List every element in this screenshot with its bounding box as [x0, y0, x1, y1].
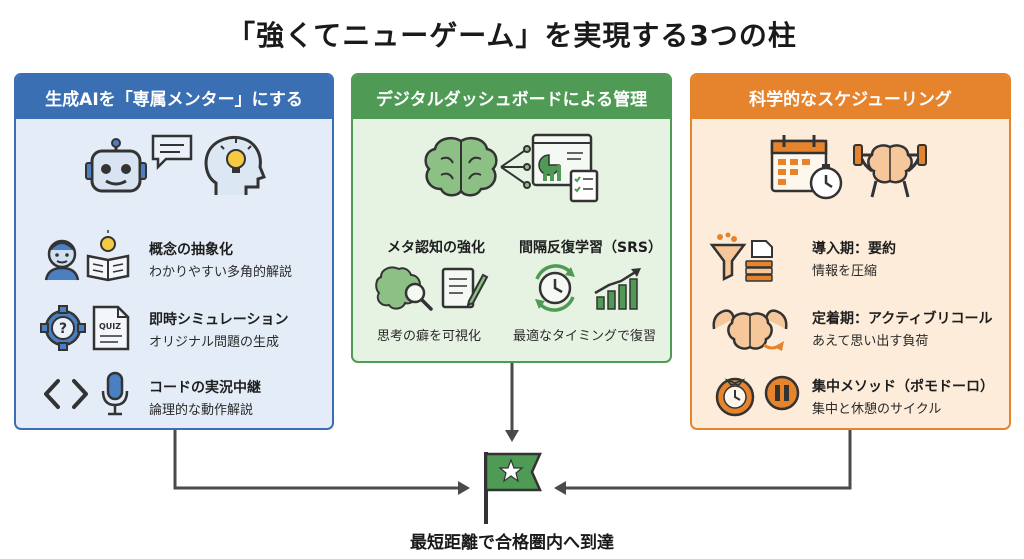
item-subtitle: 情報を圧縮: [812, 264, 878, 279]
item-title: 導入期：要約: [812, 241, 896, 257]
item-title: コードの実況中継: [149, 380, 261, 396]
growth-chart-icon: [594, 268, 641, 310]
quiz-document-icon: QUIZ: [92, 305, 130, 351]
item-subtitle: 論理的な動作解説: [149, 403, 254, 418]
arrow-left: [173, 430, 462, 490]
item-subtitle: 思考の癖を可視化: [377, 329, 482, 344]
svg-text:?: ?: [59, 321, 67, 337]
quiz-label: QUIZ: [99, 322, 121, 331]
notes-pencil-icon: [441, 267, 489, 309]
pillar-header: デジタルダッシュボードによる管理: [353, 75, 670, 119]
item-title: 集中メソッド（ポモドーロ）: [812, 379, 994, 395]
item-title: 概念の抽象化: [149, 242, 233, 258]
pillar-ai-mentor: 生成AIを「専属メンター」にする: [14, 73, 334, 430]
diagram-title: 「強くてニューゲーム」を実現する3つの柱: [227, 19, 797, 52]
goal-label: 最短距離で合格圏内へ到達: [410, 533, 614, 553]
item-title: 間隔反復学習（SRS）: [519, 240, 662, 256]
pillar-scheduling: 科学的なスケジューリング: [690, 73, 1011, 430]
pause-icon[interactable]: [764, 375, 800, 411]
goal-flag-icon: [484, 452, 542, 524]
dashboard-icon: [531, 133, 599, 203]
book-bulb-icon: [86, 230, 130, 282]
clock-cycle-icon: [535, 264, 575, 312]
item-subtitle: 集中と休憩のサイクル: [812, 402, 942, 417]
gear-question-icon: ?: [40, 305, 86, 351]
pillar-header: 科学的なスケジューリング: [692, 75, 1009, 119]
item-subtitle: わかりやすい多角的解説: [149, 265, 293, 280]
idea-head-icon: [204, 136, 266, 195]
item-subtitle: オリジナル問題の生成: [149, 335, 280, 350]
pillar-header: 生成AIを「専属メンター」にする: [16, 75, 332, 119]
code-brackets-icon: [44, 379, 88, 409]
arrow-right: [562, 430, 852, 490]
brain-dumbbell-icon: [853, 144, 927, 198]
funnel-summary-icon: [709, 232, 773, 282]
item-title: メタ認知の強化: [387, 240, 485, 256]
pillar-dashboard: デジタルダッシュボードによる管理 メタ認知の強化 間隔反復学: [351, 73, 672, 363]
calendar-clock-icon: [770, 135, 843, 200]
item-subtitle: あえて思い出す負荷: [812, 334, 929, 349]
item-title: 即時シミュレーション: [149, 312, 289, 328]
chat-bubble-icon: [151, 134, 193, 171]
robot-icon: [85, 138, 147, 193]
item-subtitle: 最適なタイミングで復習: [513, 329, 657, 344]
brain-magnifier-icon: [375, 266, 433, 311]
item-title: 定着期：アクティブリコール: [812, 311, 993, 327]
student-icon: [44, 239, 80, 281]
microphone-icon: [101, 371, 129, 416]
flexing-brain-icon: [712, 309, 788, 351]
brain-icon: [424, 137, 498, 197]
tomato-timer-icon: [715, 377, 755, 417]
connection-lines-icon: [500, 145, 531, 189]
